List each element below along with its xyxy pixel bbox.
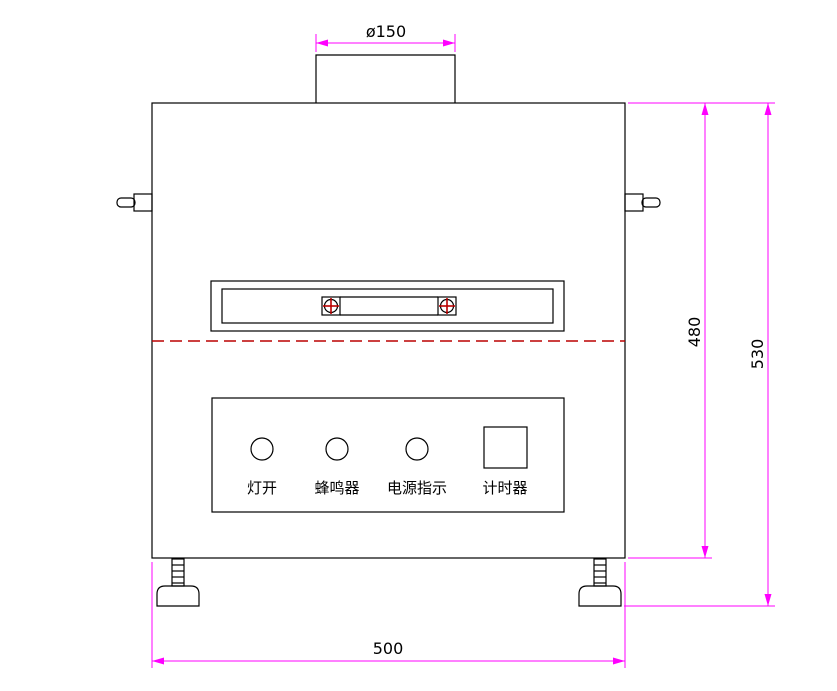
timer-display — [483, 426, 528, 469]
text-layer: ø150 480 530 500 灯开 蜂鸣器 电源指示 计时器 — [247, 22, 767, 658]
centerline-layer — [152, 298, 625, 342]
lamp-label: 灯开 — [247, 479, 277, 497]
dim-body-height-text: 480 — [685, 317, 704, 348]
power-indicator — [405, 437, 429, 461]
right-bolt-plate — [437, 296, 457, 316]
slot-inner-frame — [221, 288, 554, 324]
right-foot-stem — [593, 558, 607, 587]
lamp-indicator — [250, 437, 274, 461]
dim-body-width-text: 500 — [373, 639, 404, 658]
dim-chimney-diameter-text: ø150 — [366, 22, 406, 41]
right-foot-pad — [578, 585, 622, 607]
buzzer-label: 蜂鸣器 — [314, 479, 359, 497]
power-label: 电源指示 — [387, 479, 447, 497]
left-bolt-plate — [321, 296, 341, 316]
dimension-layer — [151, 34, 775, 668]
slot-outer-frame — [210, 280, 565, 332]
timer-label: 计时器 — [482, 479, 527, 497]
outline-layer — [116, 54, 661, 607]
left-handle-base — [133, 193, 153, 212]
buzzer-indicator — [325, 437, 349, 461]
control-panel-outline — [211, 397, 565, 513]
left-handle-pin — [116, 197, 136, 208]
chimney-outline — [315, 54, 456, 103]
left-foot-pad — [156, 585, 200, 607]
left-foot-stem — [171, 558, 185, 587]
cabinet-body-outline — [151, 102, 626, 559]
dim-overall-height-text: 530 — [748, 339, 767, 370]
right-handle-base — [624, 193, 644, 212]
right-handle-pin — [641, 197, 661, 208]
